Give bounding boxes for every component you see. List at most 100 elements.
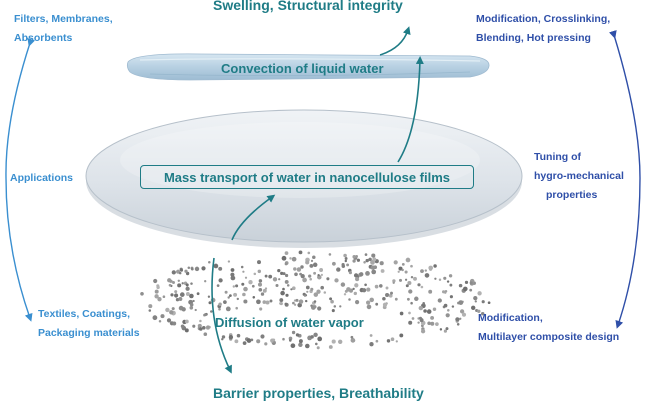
vapor-particle (310, 287, 314, 291)
vapor-particle (284, 262, 288, 266)
vapor-particle (380, 269, 385, 273)
vapor-particle (218, 266, 223, 271)
vapor-particle (277, 268, 281, 273)
vapor-particle (258, 279, 263, 283)
vapor-particle (207, 295, 211, 298)
arrow-disc-to-vapor (231, 194, 276, 241)
arrow-vapor-to-bottom (211, 257, 232, 374)
vapor-particle (202, 326, 206, 330)
vapor-particle (192, 299, 195, 303)
vapor-particle (320, 273, 323, 276)
vapor-particle (290, 343, 296, 349)
vapor-particle (354, 283, 359, 288)
vapor-particle (204, 280, 207, 283)
vapor-particle (230, 275, 236, 281)
vapor-particle (328, 345, 333, 349)
vapor-particle (458, 283, 463, 288)
vapor-particle (232, 285, 235, 288)
vapor-particle (236, 297, 239, 301)
vapor-particle (194, 308, 197, 312)
right-middle-line-1: Tuning of (534, 151, 582, 163)
vapor-particle (148, 309, 152, 312)
vapor-particle (258, 287, 263, 292)
vapor-particle (433, 264, 437, 268)
left-top-line-1: Filters, Membranes, (14, 13, 113, 25)
vapor-particle (158, 320, 162, 323)
vapor-particle (430, 321, 435, 326)
vapor-particle (284, 279, 289, 284)
vapor-particle (273, 340, 276, 344)
vapor-particle (459, 309, 465, 314)
vapor-particle (208, 261, 211, 264)
vapor-particle (374, 284, 379, 289)
vapor-particle (348, 271, 352, 275)
vapor-particle (399, 311, 404, 316)
vapor-particle (422, 302, 425, 305)
vapor-particle (284, 302, 288, 306)
vapor-particle (310, 259, 314, 262)
vapor-particle (355, 300, 360, 305)
vapor-particle (197, 323, 202, 328)
vapor-particle (368, 257, 372, 262)
vapor-particle (445, 327, 449, 331)
vapor-particle (365, 258, 369, 263)
vapor-particle (308, 274, 312, 278)
vapor-particle (253, 272, 257, 276)
vapor-particle (420, 285, 424, 289)
vapor-particle (326, 277, 330, 281)
vapor-particle (260, 334, 265, 339)
right-bottom-line-2: Multilayer composite design (478, 331, 620, 343)
right-top-line-1: Modification, Crosslinking, (476, 13, 611, 25)
vapor-particle (339, 305, 342, 308)
vapor-particle (296, 267, 302, 272)
vapor-particle (449, 283, 453, 287)
right-middle-text: Tuning of hygro-mechanical properties (534, 148, 624, 205)
vapor-particle (171, 307, 175, 311)
vapor-particle (282, 272, 286, 276)
right-bottom-line-1: Modification, (478, 312, 543, 324)
vapor-particle (280, 271, 284, 276)
vapor-particle (464, 280, 469, 285)
vapor-particle (401, 263, 405, 266)
vapor-particle (316, 289, 321, 294)
vapor-particle (230, 268, 235, 272)
vapor-particle (334, 278, 339, 283)
vapor-particle (243, 286, 248, 292)
vapor-particle (423, 309, 427, 313)
vapor-particle (352, 259, 356, 263)
vapor-particle (340, 282, 346, 287)
vapor-particle (443, 303, 448, 308)
vapor-particle (289, 257, 292, 260)
vapor-particle (298, 339, 303, 344)
vapor-particle (196, 292, 200, 296)
left-middle-text: Applications (10, 172, 74, 184)
vapor-particle (313, 305, 317, 309)
vapor-particle (408, 311, 411, 315)
vapor-particle (375, 339, 379, 343)
vapor-particle (225, 306, 231, 312)
vapor-particle (356, 258, 361, 262)
vapor-particle (398, 278, 403, 282)
vapor-particle (203, 332, 208, 336)
vapor-particle (156, 284, 160, 288)
vapor-particle (252, 296, 256, 299)
vapor-particle (428, 265, 434, 271)
vapor-particle (332, 261, 336, 266)
vapor-particle (313, 332, 318, 338)
vapor-particle (279, 302, 282, 305)
arrow-film-to-top (379, 26, 411, 56)
vapor-particle (410, 301, 413, 305)
vapor-particle (292, 286, 296, 291)
vapor-particle (178, 271, 182, 275)
vapor-particle (359, 272, 364, 277)
vapor-particle (177, 279, 180, 282)
vapor-particle (282, 337, 285, 341)
vapor-particle (405, 257, 411, 263)
vapor-particle (294, 272, 298, 277)
vapor-particle (385, 292, 390, 298)
vapor-particle (302, 277, 307, 283)
vapor-particle (459, 317, 462, 320)
vapor-particle (181, 282, 184, 285)
vapor-particle (427, 321, 431, 326)
